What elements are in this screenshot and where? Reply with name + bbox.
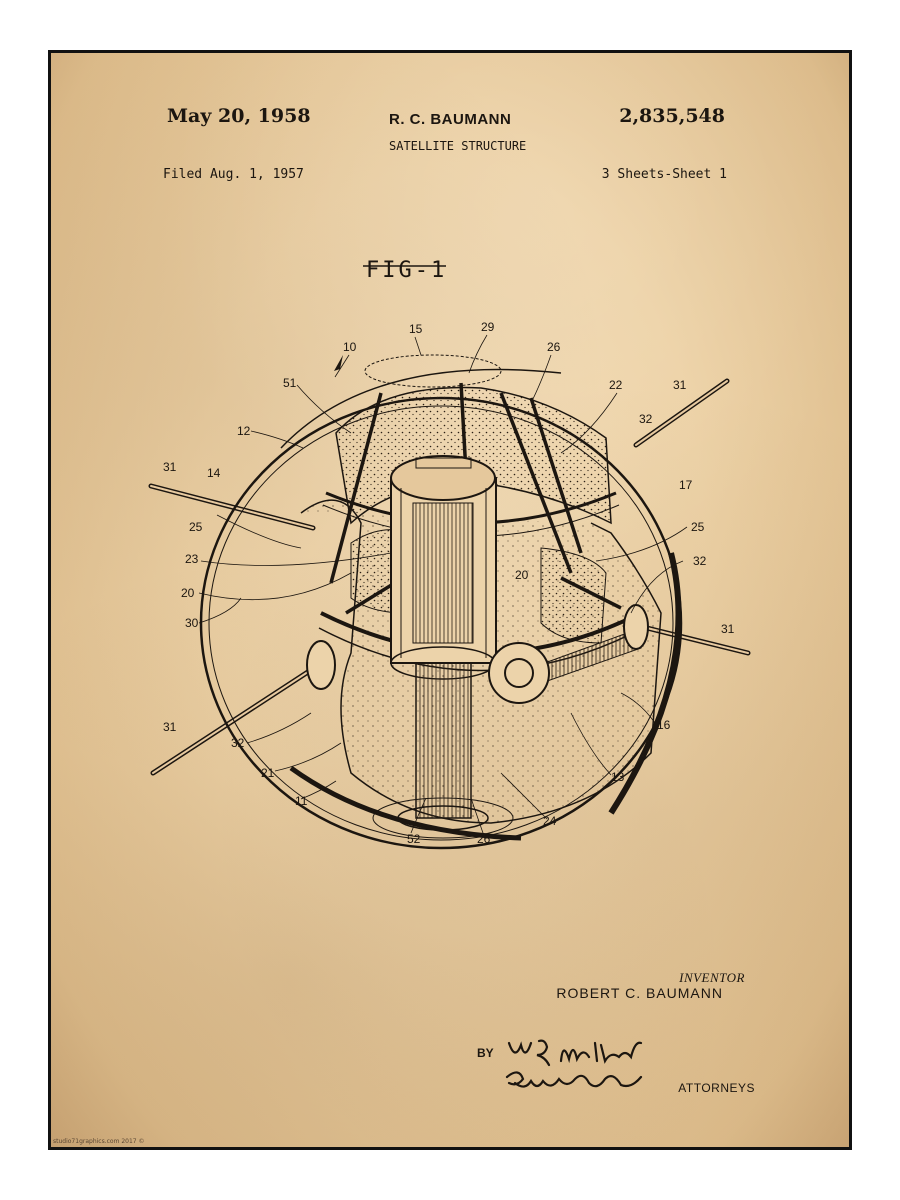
patent-title: SATELLITE STRUCTURE bbox=[389, 139, 527, 153]
ref-numeral: 32 bbox=[639, 412, 653, 426]
central-cylinder bbox=[372, 455, 514, 839]
ref-numeral: 31 bbox=[673, 378, 687, 392]
ref-numeral: 13 bbox=[611, 770, 625, 784]
ref-numeral: 31 bbox=[721, 622, 735, 636]
sheet-count: 3 Sheets-Sheet 1 bbox=[601, 167, 727, 182]
patent-poster: May 20, 1958 R. C. BAUMANN 2,835,548 SAT… bbox=[48, 50, 852, 1150]
hub-disks bbox=[306, 604, 649, 704]
filed-date: Filed Aug. 1, 1957 bbox=[163, 167, 304, 182]
ref-numeral: 23 bbox=[185, 552, 199, 566]
ref-numeral: 30 bbox=[185, 616, 199, 630]
patent-number: 2,835,548 bbox=[619, 105, 725, 127]
ref-numeral: 52 bbox=[407, 832, 421, 846]
ref-numeral: 22 bbox=[609, 378, 623, 392]
attorneys-caption: ATTORNEYS bbox=[678, 1081, 755, 1095]
ref-numeral: 12 bbox=[237, 424, 251, 438]
inventor-name: ROBERT C. BAUMANN bbox=[556, 985, 723, 1001]
ref-numeral: 20 bbox=[181, 586, 195, 600]
ref-numeral: 14 bbox=[207, 466, 221, 480]
figure-label: FIG-1 bbox=[366, 258, 447, 283]
publisher-credit: studio71graphics.com 2017 © bbox=[53, 1138, 145, 1145]
ref-numeral: 24 bbox=[543, 814, 557, 828]
ref-numeral: 15 bbox=[409, 322, 423, 336]
ref-numeral: 25 bbox=[691, 520, 705, 534]
ref-numeral: 51 bbox=[283, 376, 297, 390]
ref-numeral: 21 bbox=[261, 766, 275, 780]
by-caption: BY bbox=[477, 1046, 494, 1060]
satellite-drawing: FIG-1 bbox=[148, 258, 751, 850]
ref-numeral: 10 bbox=[343, 340, 357, 354]
inventor-caption: INVENTOR bbox=[679, 970, 745, 985]
ref-numeral: 11 bbox=[295, 794, 308, 808]
ref-numeral: 31 bbox=[163, 720, 177, 734]
inventor-heading: R. C. BAUMANN bbox=[389, 111, 512, 128]
ref-numeral: 32 bbox=[693, 554, 707, 568]
attorney-signatures bbox=[505, 1039, 643, 1088]
ref-numeral: 20 bbox=[515, 568, 529, 582]
ref-numeral: 26 bbox=[477, 832, 491, 846]
outer-shell bbox=[199, 368, 683, 850]
patent-date: May 20, 1958 bbox=[167, 105, 311, 127]
reference-numerals: 10 15 29 26 22 31 51 12 32 14 31 17 25 2… bbox=[163, 320, 735, 846]
ref-numeral: 17 bbox=[679, 478, 693, 492]
ref-numeral: 26 bbox=[547, 340, 561, 354]
ref-numeral: 16 bbox=[657, 718, 671, 732]
ref-numeral: 31 bbox=[163, 460, 177, 474]
ref-numeral: 32 bbox=[231, 736, 245, 750]
ref-numeral: 25 bbox=[189, 520, 203, 534]
ref-numeral: 29 bbox=[481, 320, 495, 334]
